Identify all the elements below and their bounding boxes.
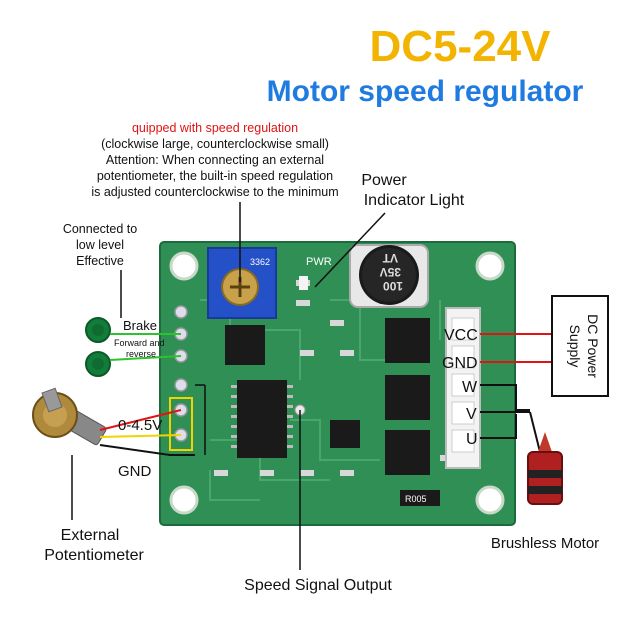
low-level-label-1: Connected to [63, 222, 137, 236]
mosfet-2 [385, 375, 430, 420]
gnd-left-label: GND [118, 463, 152, 480]
pwr-silk: PWR [306, 256, 332, 268]
gnd-right-label: GND [442, 355, 478, 372]
driver-ic [237, 380, 287, 458]
cap-text-1: 100 [383, 279, 403, 293]
brake-button-icon [86, 318, 110, 342]
mosfet-1 [385, 318, 430, 363]
power-led [299, 276, 308, 290]
vcc-label: VCC [444, 327, 478, 344]
pot-code: 3362 [250, 257, 270, 267]
w-label: W [462, 379, 478, 396]
shunt-code: R005 [405, 494, 427, 504]
brushless-motor-icon [528, 432, 562, 504]
mount-hole-bl [171, 487, 197, 513]
v-label: V [466, 406, 477, 423]
low-level-label-3: Effective [76, 254, 124, 268]
mount-hole-tl [171, 253, 197, 279]
external-potentiometer-icon [33, 388, 107, 445]
cap-text-3: VT [382, 251, 398, 265]
forward-reverse-button-icon [86, 352, 110, 376]
dc-power-label-1: DC Power [585, 314, 601, 378]
mount-hole-tr [477, 253, 503, 279]
power-label-2: Indicator Light [364, 192, 465, 209]
external-pot-label-2: Potentiometer [44, 547, 144, 564]
forward-label-2: reverse [126, 349, 156, 359]
forward-label-1: Forward and [114, 338, 165, 348]
speed-signal-label: Speed Signal Output [244, 577, 392, 594]
mount-hole-br [477, 487, 503, 513]
mosfet-3 [385, 430, 430, 475]
small-chip [330, 420, 360, 448]
brushless-motor-label: Brushless Motor [491, 535, 599, 552]
voltage-range-label: 0-4.5V [118, 417, 162, 434]
power-label-1: Power [361, 172, 407, 189]
brake-label: Brake [123, 318, 157, 333]
low-level-label-2: low level [76, 238, 124, 252]
dc-power-label-2: Supply [567, 325, 583, 368]
cap-text-2: 35V [380, 265, 401, 279]
regulator-chip [225, 325, 265, 365]
external-pot-label-1: External [61, 527, 120, 544]
u-label: U [466, 431, 478, 448]
